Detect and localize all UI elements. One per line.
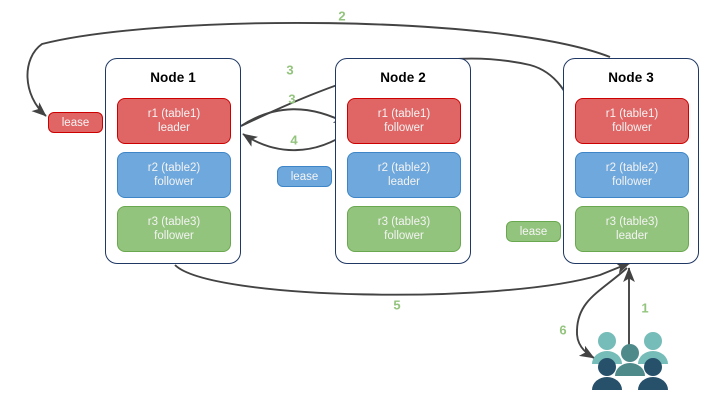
edge-5-path (174, 262, 631, 296)
edge-3-lower-path (240, 108, 349, 127)
edge-label-3-lower: 3 (288, 91, 296, 107)
edge-label-3-upper: 3 (286, 62, 294, 78)
replica-role: follower (612, 122, 652, 134)
node-1-replica-r2: r2 (table2) follower (117, 152, 231, 198)
users-group-icon (588, 330, 672, 397)
node-3-replica-r2: r2 (table2) follower (575, 152, 689, 198)
node-1-replica-r3: r3 (table3) follower (117, 206, 231, 252)
edge-label-1: 1 (641, 300, 649, 316)
replica-name: r1 (table1) (605, 108, 659, 120)
node-2-title: Node 2 (380, 70, 426, 85)
node-2: Node 2 r1 (table1) follower r2 (table2) … (335, 58, 471, 264)
replica-role: follower (384, 230, 424, 242)
replica-role: follower (612, 176, 652, 188)
edge-label-4: 4 (290, 132, 298, 148)
replica-role: follower (154, 230, 194, 242)
lease-label: lease (290, 170, 319, 183)
replica-role: leader (158, 122, 190, 134)
lease-label: lease (519, 225, 548, 238)
replica-role: follower (154, 176, 194, 188)
node-3-title: Node 3 (608, 70, 654, 85)
replica-name: r3 (table3) (605, 216, 659, 228)
replica-name: r1 (table1) (377, 108, 431, 120)
node-1-title: Node 1 (150, 70, 196, 85)
replica-name: r3 (table3) (377, 216, 431, 228)
lease-badge-node2: lease (277, 166, 332, 187)
edge-label-5: 5 (393, 297, 401, 313)
node-3-replica-r3: r3 (table3) leader (575, 206, 689, 252)
replica-role: follower (384, 122, 424, 134)
replica-role: leader (616, 230, 648, 242)
lease-badge-node1: lease (48, 112, 103, 133)
edge-label-6: 6 (559, 322, 567, 338)
node-2-replica-r3: r3 (table3) follower (347, 206, 461, 252)
replica-name: r3 (table3) (147, 216, 201, 228)
node-3-replica-r1: r1 (table1) follower (575, 98, 689, 144)
node-1: Node 1 r1 (table1) leader r2 (table2) fo… (105, 58, 241, 264)
replica-role: leader (388, 176, 420, 188)
lease-label: lease (61, 116, 90, 129)
node-2-replica-r2: r2 (table2) leader (347, 152, 461, 198)
node-2-replica-r1: r1 (table1) follower (347, 98, 461, 144)
replica-name: r2 (table2) (377, 162, 431, 174)
replica-name: r2 (table2) (605, 162, 659, 174)
replica-name: r1 (table1) (147, 108, 201, 120)
lease-badge-node3: lease (506, 221, 561, 242)
node-3: Node 3 r1 (table1) follower r2 (table2) … (563, 58, 699, 264)
node-1-replica-r1: r1 (table1) leader (117, 98, 231, 144)
edge-label-2: 2 (338, 8, 346, 24)
replica-name: r2 (table2) (147, 162, 201, 174)
